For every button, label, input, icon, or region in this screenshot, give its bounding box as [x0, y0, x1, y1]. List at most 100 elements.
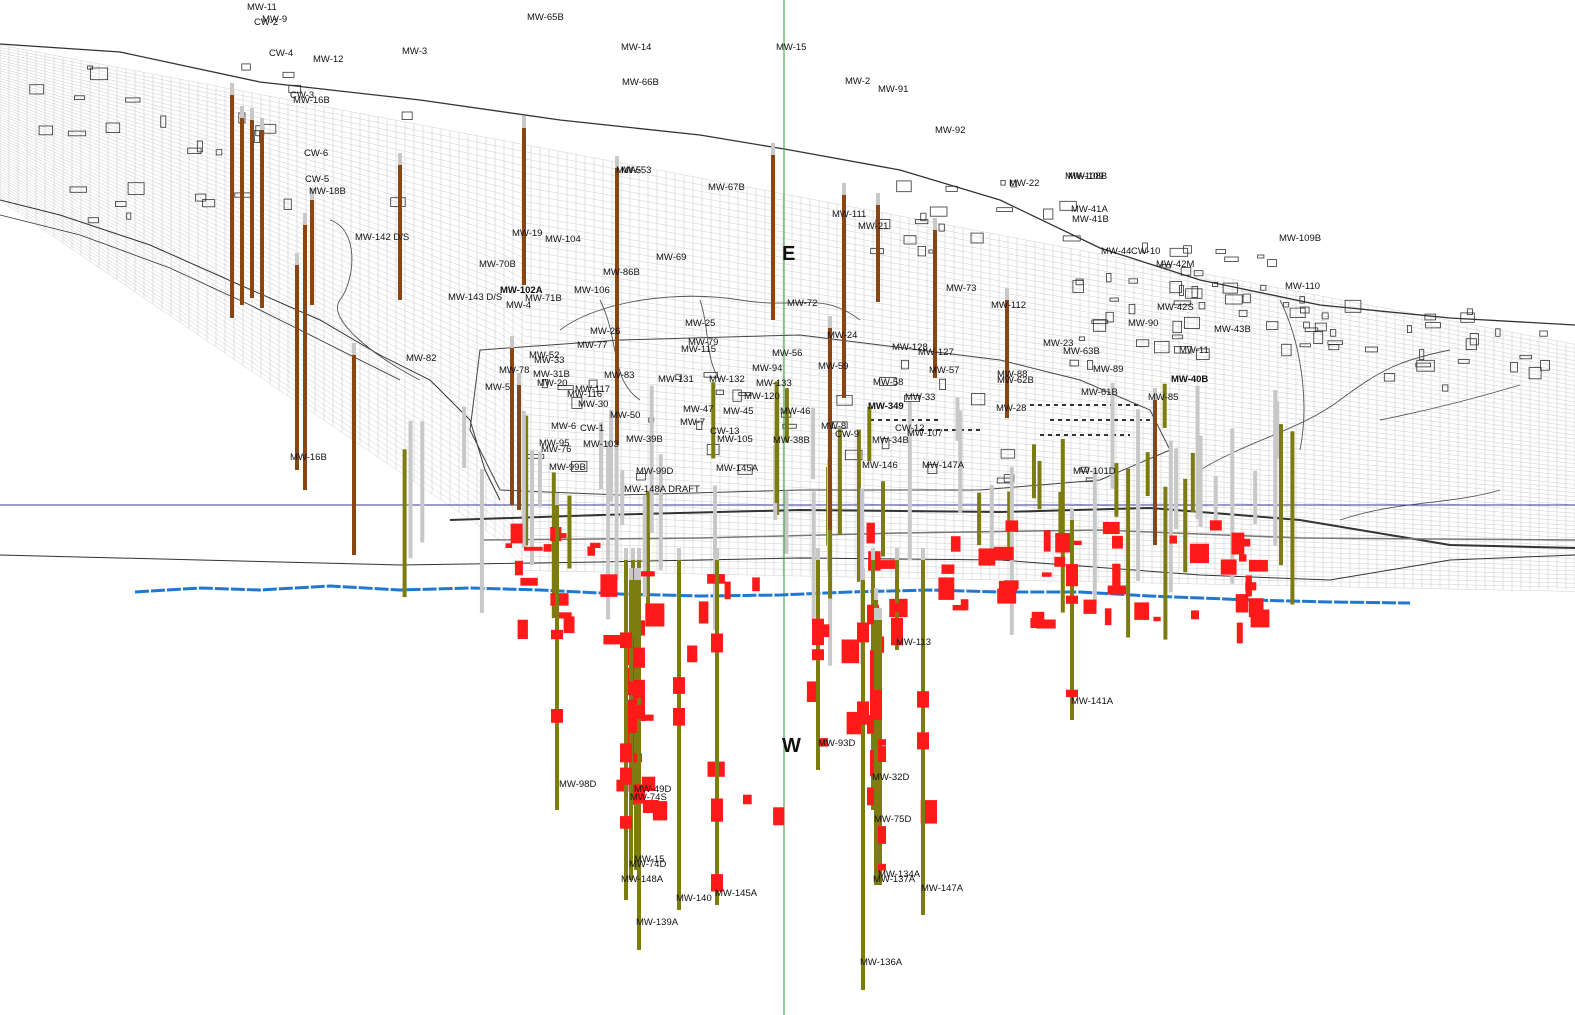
building-outline: [1093, 319, 1107, 332]
building-outline: [917, 245, 926, 257]
building-outline: [1495, 328, 1501, 337]
contamination-block: [1245, 582, 1257, 591]
well-column: [955, 397, 960, 441]
well-riser: [842, 183, 846, 195]
well-label: MW-109B: [1279, 233, 1321, 244]
well-label: MW-117: [575, 384, 610, 395]
building-outline: [1266, 321, 1279, 330]
building-outline: [1257, 254, 1265, 259]
contamination-interval: [711, 882, 723, 892]
well-label: MW-85: [1148, 392, 1178, 403]
building-outline: [1003, 474, 1015, 483]
contamination-interval: [620, 632, 632, 649]
contamination-interval: [633, 647, 645, 668]
well-riser: [615, 156, 619, 168]
contamination-interval: [551, 709, 563, 723]
building-outline: [1299, 343, 1311, 348]
well-label: MW-72: [787, 298, 817, 309]
contamination-block: [806, 681, 818, 702]
well-label: MW-106: [574, 285, 610, 296]
building-outline: [1283, 302, 1290, 308]
well-label: MW-43B: [1214, 324, 1251, 335]
well-label: MW-5: [485, 382, 510, 393]
well-column: [606, 441, 611, 620]
contamination-block: [993, 546, 1014, 561]
well-label: MW-21: [858, 221, 888, 232]
building-outline: [1365, 346, 1378, 353]
building-outline: [38, 125, 53, 136]
well-column: [1126, 468, 1131, 638]
contamination-interval: [711, 633, 723, 653]
well-riser: [878, 608, 882, 620]
contamination-interval: [874, 863, 886, 871]
well-casing-w80: [517, 385, 521, 510]
well-label: MW-15: [776, 42, 806, 53]
building-outline: [1321, 312, 1329, 320]
well-riser: [715, 548, 719, 560]
contamination-block: [1107, 585, 1126, 595]
building-outline: [703, 372, 719, 378]
building-outline: [160, 115, 167, 128]
well-label: MW-50: [610, 410, 640, 421]
building-outline: [87, 65, 93, 70]
contamination-block: [724, 581, 731, 600]
contamination-interval: [1066, 564, 1078, 587]
well-label: MW-70B: [479, 259, 516, 270]
building-outline: [125, 97, 141, 103]
contamination-block: [1041, 572, 1052, 577]
building-outline: [1224, 256, 1239, 262]
well-casing-w127: [816, 560, 820, 770]
building-outline: [1010, 180, 1018, 188]
building-outline: [1136, 339, 1150, 347]
well-label: CW-6: [304, 148, 328, 159]
well-label: MW-33: [534, 355, 564, 366]
building-outline: [390, 197, 406, 207]
building-outline: [636, 472, 646, 481]
contamination-interval: [711, 798, 723, 822]
contamination-block: [1083, 599, 1097, 614]
site-path: [1279, 299, 1305, 451]
well-label: MW-23: [1043, 338, 1073, 349]
well-casing-w13: [230, 95, 234, 318]
building-outline: [1510, 361, 1518, 373]
building-outline: [1087, 360, 1094, 370]
well-label: MW-148A DRAFT: [624, 484, 700, 495]
contamination-block: [1004, 580, 1019, 590]
well-label: MW-110: [1285, 281, 1320, 292]
base-edge: [0, 554, 1575, 581]
well-column: [784, 388, 789, 443]
contamination-block: [1209, 520, 1222, 531]
contamination-block: [510, 523, 523, 544]
building-outline: [896, 180, 912, 193]
building-outline: [1267, 259, 1277, 267]
well-label: MW-148A: [621, 874, 664, 885]
site-path: [559, 295, 861, 331]
well-riser: [1005, 288, 1009, 300]
building-outline: [1304, 327, 1319, 332]
contamination-block: [1030, 618, 1038, 628]
building-outline: [939, 378, 947, 390]
contamination-block: [556, 612, 572, 619]
well-label: MW-99B: [549, 462, 586, 473]
well-label: MW-142 D/S: [355, 232, 409, 243]
well-riser: [861, 568, 865, 580]
contamination-interval: [551, 629, 563, 640]
well-label: MW-59: [818, 361, 848, 372]
well-column: [567, 495, 572, 569]
contamination-block: [1043, 530, 1051, 552]
well-casing-w134: [861, 580, 865, 990]
well-column: [1290, 431, 1295, 605]
well-label: MW-56: [772, 348, 802, 359]
contamination-block: [1248, 559, 1268, 572]
building-outline: [914, 219, 929, 225]
well-column: [1032, 444, 1036, 499]
building-outline: [996, 207, 1013, 212]
building-outline: [1519, 354, 1532, 360]
building-outline: [74, 95, 86, 101]
building-outline: [588, 379, 598, 388]
building-outline: [1212, 281, 1219, 287]
contamination-interval: [620, 743, 632, 763]
contamination-interval: [917, 732, 929, 750]
well-label: MW-73: [946, 283, 976, 294]
well-riser: [828, 316, 832, 328]
